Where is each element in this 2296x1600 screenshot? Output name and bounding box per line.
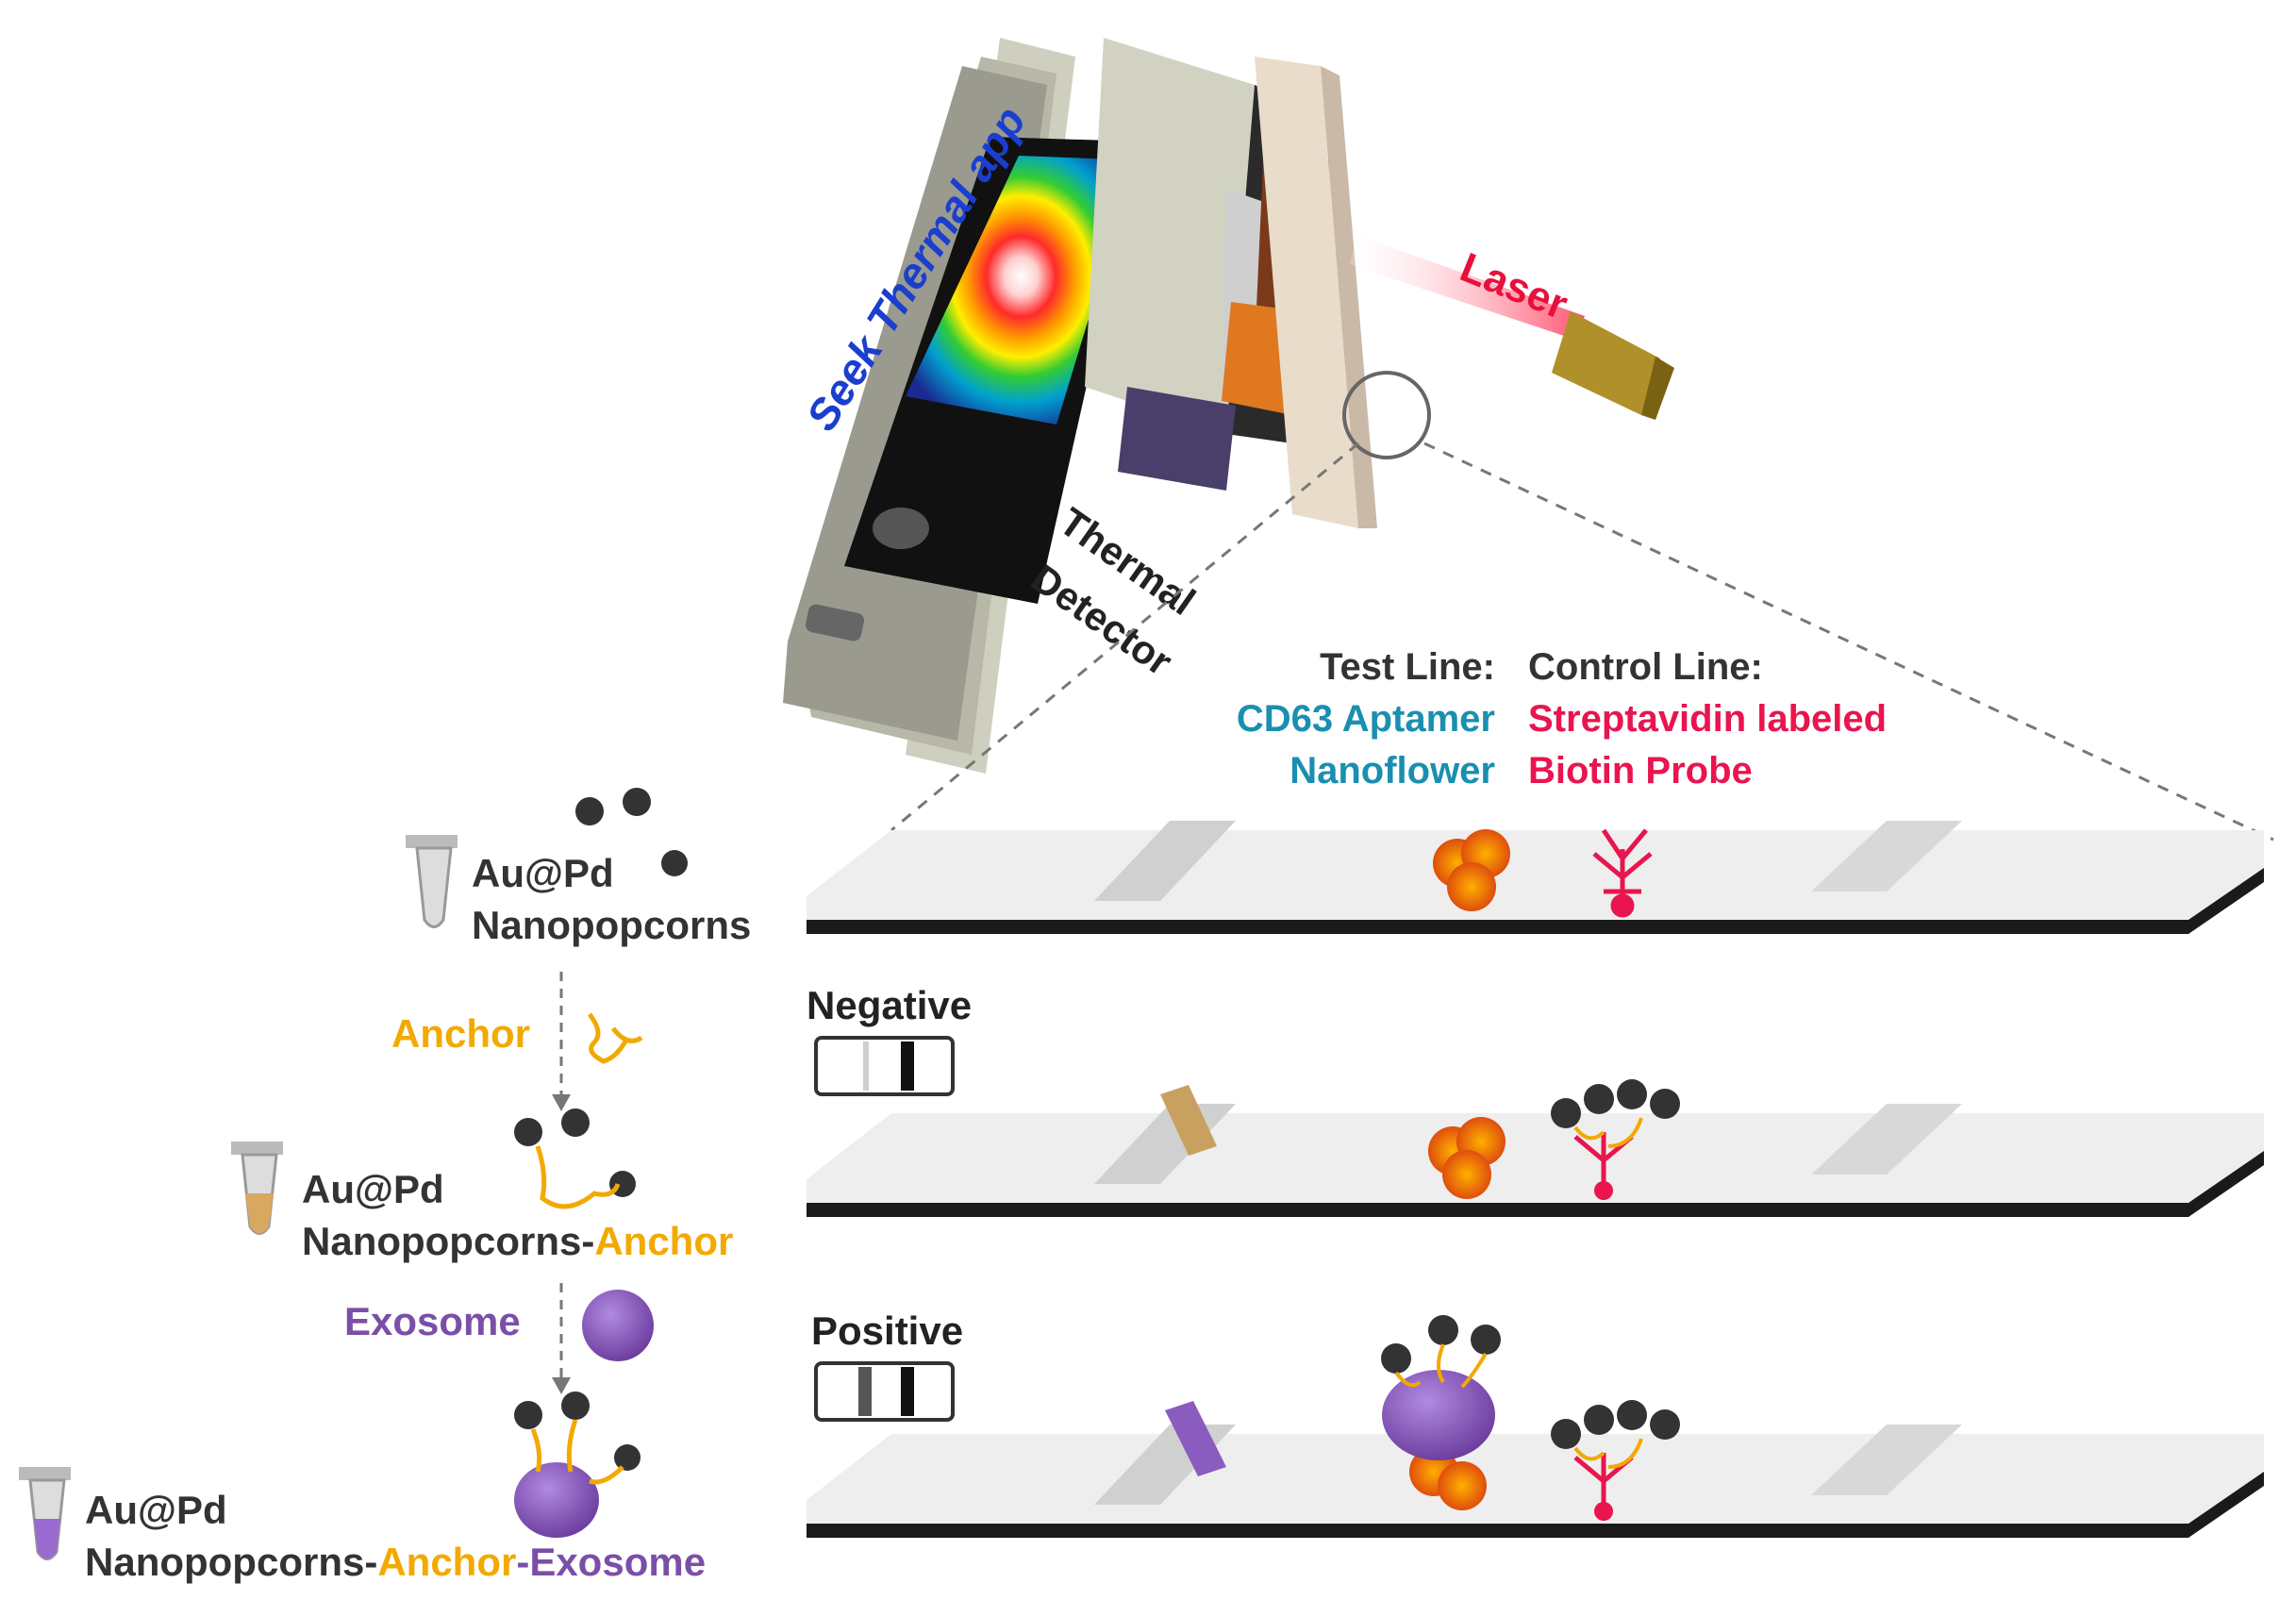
captured-nanopopcorns-control [1551,1079,1680,1200]
step2-line2-b: Anchor [594,1219,733,1263]
step1-line2: Nanopopcorns [472,903,751,947]
anchor-icon [587,1012,643,1064]
step3-line2: Nanopopcorns-Anchor-Exosome [85,1540,706,1584]
laser [1349,236,1674,420]
positive-strip-icon [814,1361,955,1422]
control-line-title: Control Line: [1528,646,1763,688]
lateral-flow-strip-3 [807,1315,2264,1538]
nanoflower-test-line [1433,829,1510,911]
nanopopcorn-icon [575,788,688,876]
tube-3-icon [19,1467,71,1560]
control-line-desc-2: Biotin Probe [1528,750,1753,792]
laser-beam [1349,236,1585,340]
captured-nanopopcorns-control [1551,1400,1680,1521]
test-strip-holder [1255,57,1431,528]
step3-line2-c: -Exosome [516,1540,706,1584]
absorbent-pad [1811,821,1962,892]
magnifier-circle [1342,371,1431,459]
smartphone [783,38,1141,774]
zoom-line-left [890,442,1359,832]
test-line-desc-2: Nanoflower [1289,750,1495,792]
step2-line2-a: Nanopopcorns- [302,1219,594,1263]
test-line-title: Test Line: [1320,646,1495,688]
sample-tube-tip-3 [1165,1401,1226,1476]
step3-line2-a: Nanopopcorns- [85,1540,377,1584]
test-line-desc-1: CD63 Aptamer [1237,698,1495,740]
exosome-icon [582,1290,654,1361]
control-line-desc-1: Streptavidin labeled [1528,698,1887,740]
negative-strip-icon [814,1036,955,1096]
sample-pad [1094,821,1236,901]
lateral-flow-strip-2 [807,1079,2264,1217]
tube-1-icon [406,835,458,928]
nanopopcorn-anchor-icon [514,1108,636,1209]
lateral-flow-strip-1 [807,821,2264,934]
negative-label: Negative [807,983,972,1027]
step2-line2: Nanopopcorns-Anchor [302,1219,733,1263]
positive-label: Positive [811,1308,963,1353]
nanopopcorn-anchor-exosome-icon [514,1392,641,1538]
step1-line1: Au@Pd [472,851,614,895]
step3-line2-b: Anchor [377,1540,516,1584]
exosome-icon [1382,1370,1495,1460]
zoom-line-right [1423,442,2274,842]
tube-2-icon [231,1142,283,1235]
anchor-step-label: Anchor [391,1011,530,1056]
biotin-probe-control-line [1592,828,1653,918]
sample-tube-tip-2 [1160,1085,1217,1156]
step3-line1: Au@Pd [85,1488,227,1532]
exosome-step-label: Exosome [344,1299,521,1343]
thermal-image [906,156,1137,425]
nanoflower-test-line [1428,1117,1506,1199]
step2-line1: Au@Pd [302,1167,444,1211]
exosome-complex-test-line [1381,1315,1501,1510]
